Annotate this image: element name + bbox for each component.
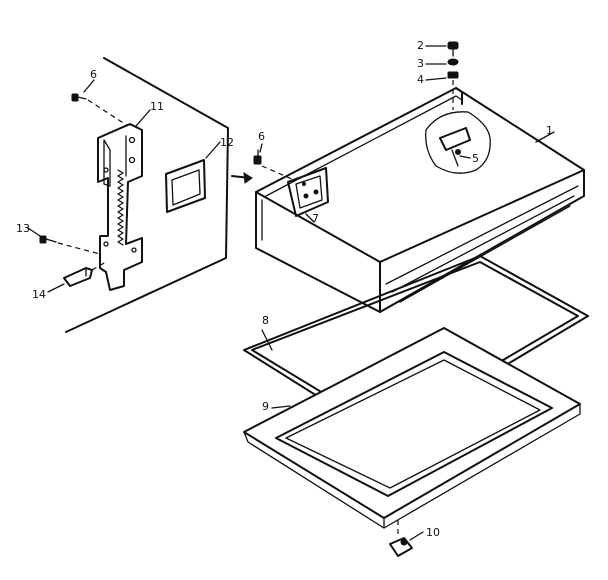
clip-icon [63,267,93,287]
screw-icon [253,149,295,181]
callout-12: 12 [220,136,234,149]
callout-2: 2 [417,39,424,52]
callout-10: 10 [426,526,440,539]
arrow-icon [231,172,253,184]
door-housing [255,87,585,313]
callout-7: 7 [312,212,319,225]
screw-stack [425,41,459,110]
vent-cover-plate [165,159,206,213]
latch-cutout [425,111,491,174]
callout-4: 4 [417,73,424,86]
callout-3: 3 [417,57,424,70]
callout-8: 8 [262,314,269,327]
screw-icon [71,93,87,102]
hinge-bracket-assembly [97,123,143,291]
callout-11: 11 [150,100,164,113]
callout-13: 13 [16,222,30,235]
latch-screw [389,520,413,557]
callout-5: 5 [472,152,479,165]
screw-icon [39,235,57,244]
callout-6-left: 6 [90,68,97,81]
callout-14: 14 [32,288,46,301]
callout-9: 9 [262,400,269,413]
door-frame [243,327,581,529]
callout-6-right: 6 [258,130,265,143]
leader-lines [27,79,555,541]
hinge-block [287,167,329,217]
callout-labels: 1 2 3 4 5 6 6 7 8 9 10 11 12 13 14 [16,39,553,539]
callout-1: 1 [546,124,553,137]
cabinet-side-panel [39,57,253,333]
